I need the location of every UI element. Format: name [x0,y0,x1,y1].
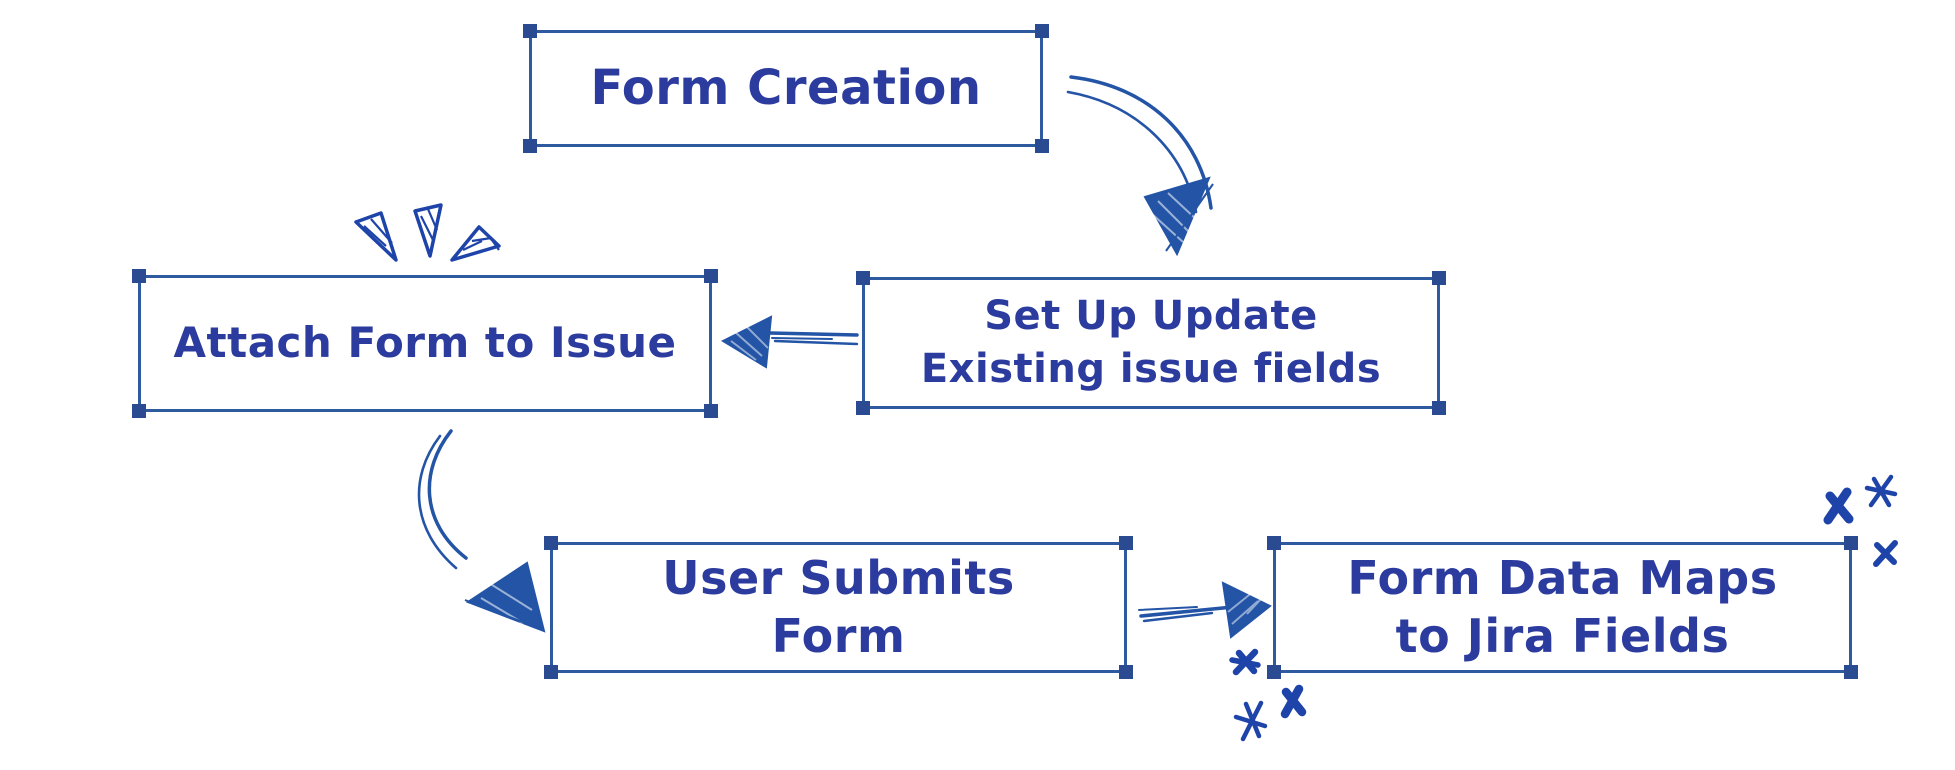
corner-handle[interactable] [1267,665,1281,679]
corner-handle[interactable] [1035,24,1049,38]
corner-handle[interactable] [1119,536,1133,550]
node-label: Attach Form to Issue [174,318,677,368]
node-label-line: Existing issue fields [920,346,1382,392]
corner-handle[interactable] [1844,665,1858,679]
corner-handle[interactable] [544,665,558,679]
flow-node-form-data-maps[interactable]: Form Data Maps to Jira Fields [1267,536,1858,679]
flow-node-user-submits[interactable]: User Submits Form [544,536,1133,679]
node-label: Form Creation [590,60,981,118]
arrowhead-icon [1221,581,1272,639]
corner-handle[interactable] [1432,271,1446,285]
arrow-set-up-to-attach-form [720,315,859,369]
flow-node-attach-form[interactable]: Attach Form to Issue [132,269,718,418]
flow-node-form-creation[interactable]: Form Creation [523,24,1049,153]
node-label-line: to Jira Fields [1395,608,1730,663]
arrowhead-icon [720,315,773,369]
corner-handle[interactable] [1267,536,1281,550]
corner-handle[interactable] [1432,401,1446,415]
corner-handle[interactable] [856,401,870,415]
node-label: Set Up Update Existing issue fields [921,290,1381,396]
node-label-line: Attach Form to Issue [173,318,677,368]
node-label: Form Data Maps to Jira Fields [1347,550,1777,666]
corner-handle[interactable] [132,269,146,283]
corner-handle[interactable] [132,404,146,418]
node-label: User Submits Form [662,550,1015,666]
arrow-attach-form-to-user-submits [417,429,546,633]
corner-handle[interactable] [523,24,537,38]
corner-handle[interactable] [544,536,558,550]
corner-handle[interactable] [1035,139,1049,153]
node-label-line: Form Data Maps [1347,550,1778,605]
corner-handle[interactable] [856,271,870,285]
arrowhead-icon [465,561,546,633]
node-label-line: Form [771,608,906,663]
arrow-form-creation-to-set-up [1066,75,1214,257]
node-label-line: Set Up Update [984,293,1318,340]
node-label-line: User Submits [662,550,1015,605]
corner-handle[interactable] [704,404,718,418]
emphasis-dashes [354,203,501,262]
node-label-line: Form Creation [590,59,982,116]
corner-handle[interactable] [1119,665,1133,679]
arrowhead-icon [1143,176,1211,257]
corner-handle[interactable] [704,269,718,283]
arrow-user-submits-to-form-data [1138,581,1272,639]
corner-handle[interactable] [523,139,537,153]
flow-node-set-up-update[interactable]: Set Up Update Existing issue fields [856,271,1446,415]
corner-handle[interactable] [1844,536,1858,550]
